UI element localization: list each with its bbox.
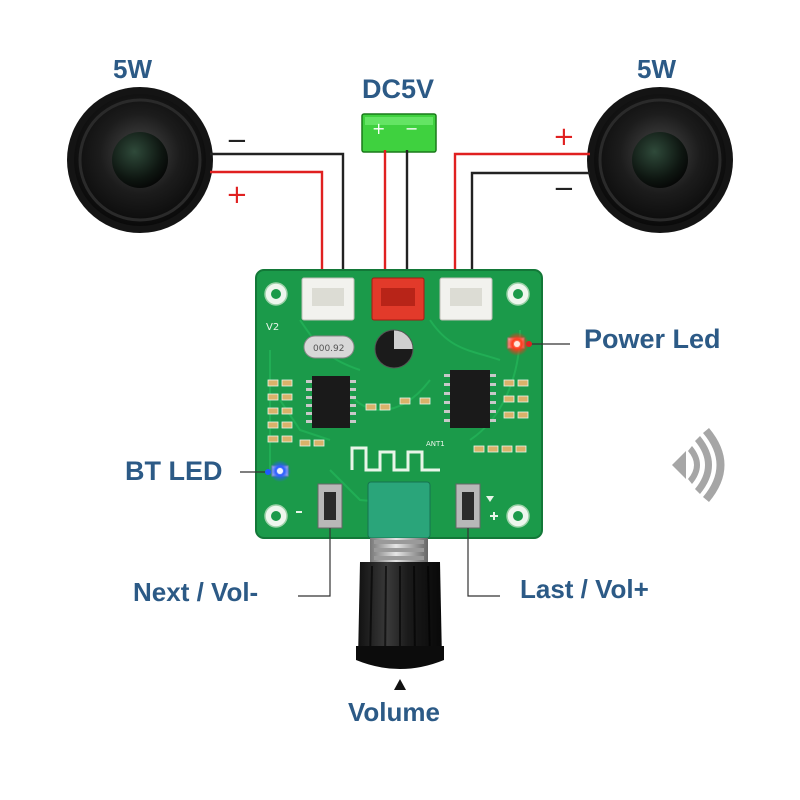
volume-label: Volume: [348, 697, 440, 727]
volume-knob: [356, 538, 444, 669]
right-speaker-minus-sign: −: [553, 174, 575, 204]
left-speaker-plus-sign: +: [226, 180, 248, 210]
left-speaker: [67, 87, 213, 233]
battery-plus-sign: +: [372, 119, 386, 138]
power-led-label: Power Led: [584, 324, 721, 354]
crystal-marking: 000.92: [313, 344, 345, 354]
left-speaker-minus-sign: −: [226, 126, 248, 156]
callout-leaders: [240, 343, 570, 597]
bt-led-label: BT LED: [125, 456, 223, 486]
board-version-mark: V2: [266, 322, 279, 333]
pcb-board: 000.92: [255, 269, 543, 539]
wireless-sound-icon: [672, 428, 725, 502]
right-speaker: [587, 87, 733, 233]
next-button-body: [317, 483, 343, 529]
right-speaker-power-label: 5W: [637, 54, 676, 84]
dc5v-battery: [361, 113, 437, 153]
battery-minus-sign: −: [405, 119, 419, 138]
next-vol-down-label: Next / Vol-: [133, 577, 259, 607]
right-speaker-connector: [439, 277, 493, 321]
power-connector: [371, 277, 425, 321]
power-input-label: DC5V: [362, 74, 435, 104]
left-speaker-connector: [301, 277, 355, 321]
volume-pointer-icon: [394, 679, 406, 690]
antenna-marking: ANT1: [426, 440, 445, 448]
last-vol-up-label: Last / Vol+: [520, 574, 649, 604]
last-button-body: [455, 483, 481, 529]
right-speaker-plus-sign: +: [553, 122, 575, 152]
wires: [210, 150, 590, 288]
left-speaker-power-label: 5W: [113, 54, 152, 84]
